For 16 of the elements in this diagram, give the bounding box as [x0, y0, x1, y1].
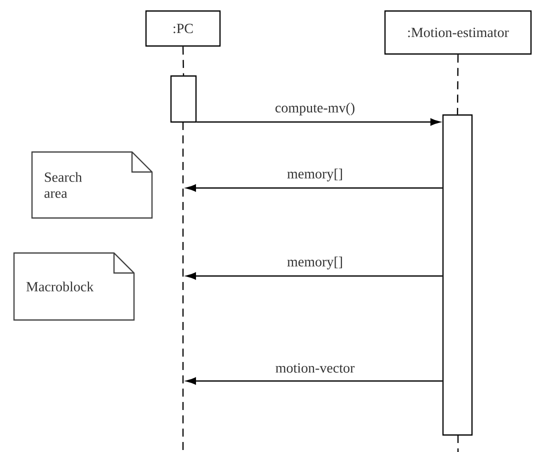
- activation-bar: [442, 114, 473, 436]
- note: Search area: [31, 151, 153, 219]
- message-arrow: [186, 184, 442, 192]
- lifeline: [182, 46, 184, 76]
- lifeline: [456, 54, 459, 114]
- edge-label: memory[]: [286, 255, 344, 271]
- object-box: :PC: [145, 10, 221, 47]
- edge-label: motion-vector: [274, 362, 356, 374]
- activation-bar: [170, 75, 197, 123]
- message-arrow: [186, 377, 442, 385]
- object-box: :Motion-estimator: [384, 10, 532, 55]
- edge-label: memory[]: [286, 167, 344, 183]
- message-arrow: [186, 272, 442, 280]
- note: Macroblock: [13, 252, 135, 321]
- message-arrow: [196, 118, 440, 126]
- edge-label: compute-mv(): [274, 101, 356, 117]
